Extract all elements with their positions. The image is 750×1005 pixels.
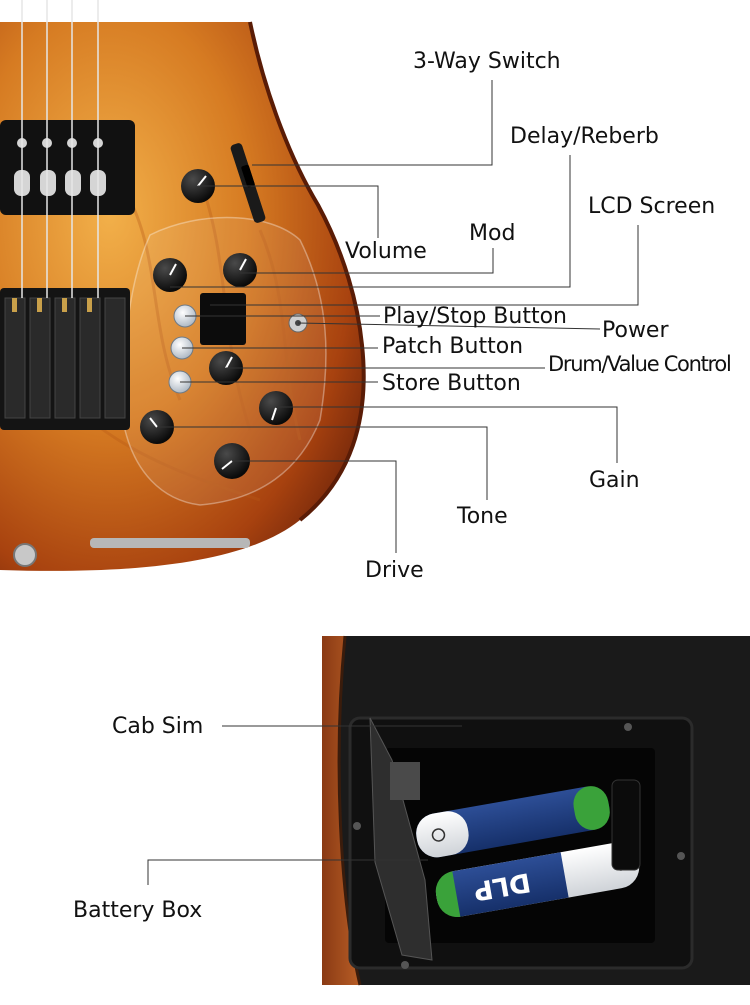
- gain-knob: [259, 391, 293, 425]
- label-gain: Gain: [589, 468, 640, 493]
- guitar-body-photo: [0, 0, 366, 571]
- label-volume: Volume: [345, 239, 427, 264]
- battery-bottom: DLP: [435, 842, 640, 917]
- bridge: [0, 288, 130, 430]
- wood-edge: [322, 636, 360, 985]
- output-jack-plate: [90, 538, 250, 548]
- label-drum-value-control: Drum/Value Control: [548, 352, 732, 376]
- label-cab-sim: Cab Sim: [112, 714, 204, 739]
- leader-lines-top: [157, 80, 639, 553]
- label-tone: Tone: [457, 504, 508, 529]
- battery-top: [416, 786, 610, 858]
- label-battery-box: Battery Box: [73, 898, 203, 923]
- mod-knob: [223, 253, 257, 287]
- leader-lines-bottom: [147, 725, 462, 885]
- label-lcd-screen: LCD Screen: [588, 194, 716, 219]
- lcd-screen: [200, 293, 246, 345]
- battery-back-photo: DLP: [322, 635, 750, 986]
- delay-reverb-knob: [153, 258, 187, 292]
- label-power: Power: [602, 318, 669, 343]
- label-play-stop-button: Play/Stop Button: [383, 304, 567, 329]
- strap-button: [13, 543, 37, 567]
- three-way-switch: [230, 143, 266, 223]
- strings: [21, 0, 99, 298]
- label-mod: Mod: [469, 221, 516, 246]
- label-drive: Drive: [365, 558, 424, 583]
- label-delay-reverb: Delay/Reberb: [510, 124, 659, 149]
- humbucker-pickup: [0, 120, 135, 215]
- battery-box: DLP: [348, 716, 694, 970]
- label-patch-button: Patch Button: [382, 334, 524, 359]
- battery-lid: [369, 717, 433, 961]
- label-store-button: Store Button: [382, 371, 521, 396]
- label-three-way-switch: 3-Way Switch: [413, 49, 561, 74]
